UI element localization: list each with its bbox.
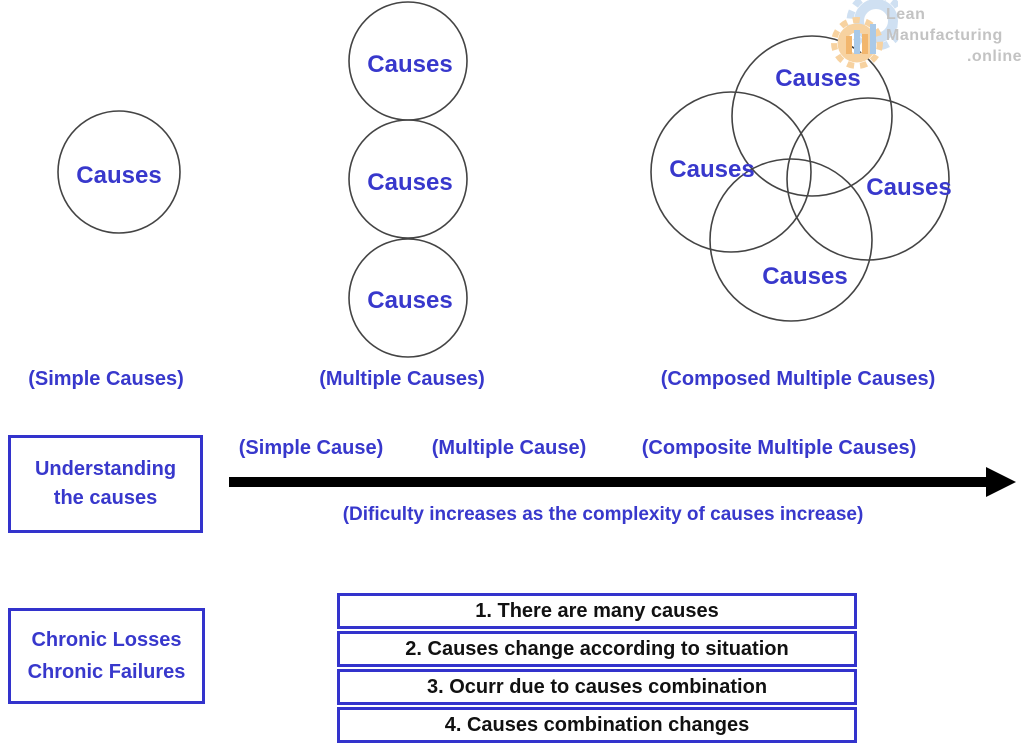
composed-cause-circle-right bbox=[786, 97, 950, 261]
list-item-3: 3. Ocurr due to causes combination bbox=[337, 669, 857, 705]
gear-barchart-icon bbox=[831, 0, 898, 69]
circle-label: Causes bbox=[367, 287, 453, 314]
circle-label: Causes bbox=[775, 65, 861, 92]
logo-wordmark[interactable]: Lean Manufacturing .online bbox=[886, 4, 1022, 67]
circle-label: Causes bbox=[669, 156, 755, 183]
multiple-cause-circle-2 bbox=[348, 119, 468, 239]
understanding-line-2: the causes bbox=[53, 487, 158, 509]
circle-label: Causes bbox=[367, 169, 453, 196]
logo-line-manufacturing: Manufacturing bbox=[886, 27, 1003, 44]
complexity-arrow-head bbox=[986, 467, 1016, 497]
circle-label: Causes bbox=[866, 174, 952, 201]
axis-label-simple-cause: (Simple Cause) bbox=[238, 437, 384, 459]
venn-circles bbox=[57, 1, 950, 358]
understanding-line-1: Understanding bbox=[34, 458, 177, 480]
caption-simple-causes: (Simple Causes) bbox=[28, 368, 184, 390]
composed-cause-circle-top bbox=[731, 35, 893, 197]
axis-label-composite-cause: (Composite Multiple Causes) bbox=[641, 437, 917, 459]
multiple-cause-circle-3 bbox=[348, 238, 468, 358]
axis-label-multiple-cause: (Multiple Cause) bbox=[431, 437, 587, 459]
complexity-arrow-shaft bbox=[229, 477, 989, 487]
caption-composed-causes: (Composed Multiple Causes) bbox=[660, 368, 936, 390]
chronic-line-1: Chronic Losses bbox=[31, 629, 182, 651]
logo-line-lean: Lean bbox=[886, 6, 926, 23]
composed-cause-circle-left bbox=[650, 91, 812, 253]
circle-label: Causes bbox=[367, 51, 453, 78]
composed-cause-circle-bottom bbox=[709, 158, 873, 322]
simple-cause-circle bbox=[57, 110, 181, 234]
circle-label: Causes bbox=[76, 162, 162, 189]
understanding-causes-box: Understanding the causes bbox=[8, 435, 203, 533]
list-item-2: 2. Causes change according to situation bbox=[337, 631, 857, 667]
caption-multiple-causes: (Multiple Causes) bbox=[319, 368, 485, 390]
list-item-1: 1. There are many causes bbox=[337, 593, 857, 629]
logo-line-online: .online bbox=[966, 48, 1022, 65]
chronic-line-2: Chronic Failures bbox=[27, 661, 186, 683]
chronic-losses-box: Chronic Losses Chronic Failures bbox=[8, 608, 205, 704]
circle-label: Causes bbox=[762, 263, 848, 290]
difficulty-note: (Dificulty increases as the complexity o… bbox=[342, 504, 864, 525]
list-item-4: 4. Causes combination changes bbox=[337, 707, 857, 743]
